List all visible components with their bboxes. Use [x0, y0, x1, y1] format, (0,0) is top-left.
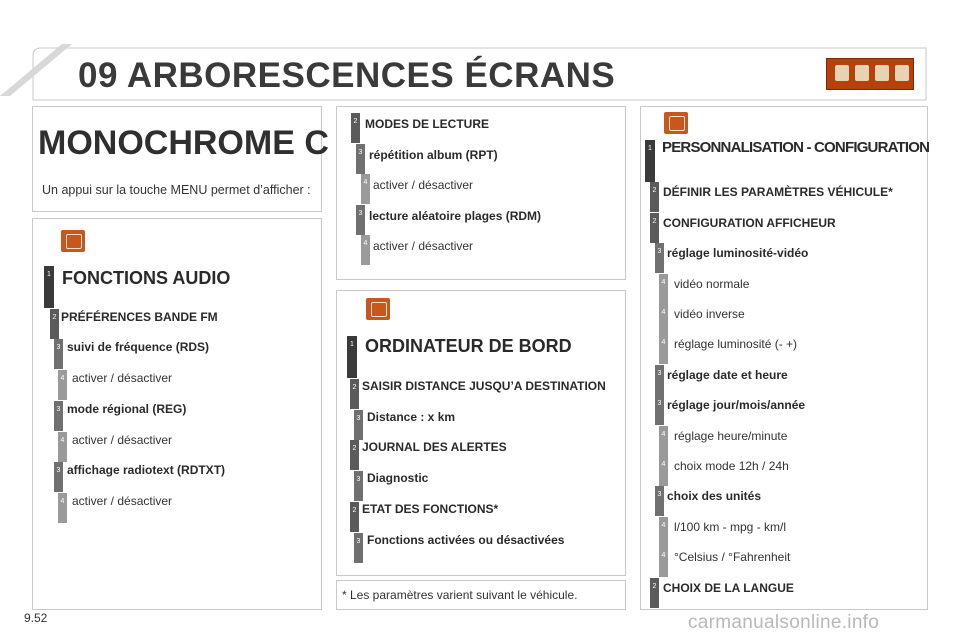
- menu-entry: activer / désactiver: [72, 432, 173, 447]
- lecture-box: [336, 106, 626, 280]
- level-marker: 1: [347, 336, 357, 378]
- level-marker: 2: [350, 440, 359, 471]
- ordinateur-heading: ORDINATEUR DE BORD: [365, 336, 572, 356]
- level-marker: 2: [650, 182, 659, 213]
- menu-entry: l/100 km - mpg - km/l: [674, 519, 787, 534]
- menu-entry: CHOIX DE LA LANGUE: [663, 580, 794, 595]
- computer-icon: [855, 65, 869, 81]
- level-marker: 4: [58, 431, 67, 462]
- menu-entry: °Celsius / °Fahrenheit: [674, 550, 791, 565]
- monochrome-title: MONOCHROME C: [38, 124, 329, 162]
- level-marker: 1: [645, 140, 655, 182]
- menu-entry: réglage jour/mois/année: [667, 398, 806, 413]
- menu-entry: réglage date et heure: [667, 367, 788, 382]
- audio-box: [32, 218, 322, 610]
- menu-entry: activer / désactiver: [72, 371, 173, 386]
- level-marker: 4: [659, 273, 668, 304]
- audio-icon: [835, 65, 849, 81]
- intro-text: Un appui sur la touche MENU permet d’aff…: [42, 183, 311, 197]
- menu-entry: vidéo inverse: [674, 307, 745, 321]
- level-marker: 3: [54, 462, 63, 493]
- perso-heading: PERSONNALISATION - CONFIGURATION: [662, 139, 930, 156]
- menu-entry: lecture aléatoire plages (RDM): [369, 208, 542, 223]
- menu-entry: choix des unités: [667, 489, 762, 504]
- perso-box: [640, 106, 928, 610]
- level-marker: 4: [659, 334, 668, 365]
- menu-entry: Fonctions activées ou désactivées: [367, 532, 565, 547]
- level-marker: 2: [650, 577, 659, 608]
- menu-entry: suivi de fréquence (RDS): [67, 340, 210, 355]
- menu-entry: réglage luminosité (- +): [674, 337, 798, 352]
- menu-entry: activer / désactiver: [72, 493, 173, 508]
- menu-entry: choix mode 12h / 24h: [674, 459, 789, 473]
- menu-entry: réglage heure/minute: [674, 428, 788, 443]
- menu-entry: réglage luminosité-vidéo: [667, 246, 809, 261]
- audio-icon: [61, 230, 85, 252]
- level-marker: 3: [655, 243, 664, 274]
- level-marker: 3: [354, 471, 363, 502]
- level-marker: 3: [655, 364, 664, 395]
- menu-entry: répétition album (RPT): [369, 147, 498, 162]
- footnote: * Les paramètres varient suivant le véhi…: [342, 588, 578, 602]
- level-marker: 2: [350, 378, 359, 409]
- level-marker: 4: [361, 174, 370, 205]
- level-marker: 4: [659, 547, 668, 578]
- page-number: 9.52: [24, 611, 48, 625]
- level-marker: 4: [58, 492, 67, 523]
- menu-entry: vidéo normale: [674, 276, 750, 291]
- level-marker: 3: [54, 400, 63, 431]
- level-marker: 4: [659, 425, 668, 456]
- level-marker: 3: [356, 204, 365, 235]
- menu-entry: affichage radiotext (RDTXT): [67, 463, 226, 478]
- phone-icon: [895, 65, 909, 81]
- menu-entry: SAISIR DISTANCE JUSQU’A DESTINATION: [362, 378, 606, 393]
- level-marker: 3: [655, 395, 664, 426]
- menu-entry: activer / désactiver: [373, 239, 474, 254]
- ordinateur-box: [336, 290, 626, 576]
- settings-icon: [875, 65, 889, 81]
- level-marker: 1: [44, 266, 54, 308]
- level-marker: 2: [351, 113, 360, 143]
- header-frame: [0, 44, 927, 101]
- monochrome-box: [32, 106, 322, 212]
- level-marker: 4: [361, 235, 370, 266]
- menu-entry: DÉFINIR LES PARAMÈTRES VÉHICULE*: [663, 185, 893, 200]
- menu-entry: mode régional (REG): [67, 401, 187, 416]
- level-marker: 3: [655, 486, 664, 517]
- footnote-box: [336, 580, 626, 610]
- level-marker: 3: [354, 409, 363, 440]
- level-marker: 4: [659, 516, 668, 547]
- level-marker: 2: [650, 212, 659, 243]
- watermark: carmanualsonline.info: [688, 612, 880, 633]
- menu-entry: MODES DE LECTURE: [365, 117, 490, 131]
- settings-icon: [664, 112, 688, 134]
- menu-entry: Diagnostic: [367, 471, 429, 486]
- level-marker: 2: [350, 502, 359, 532]
- level-marker: 2: [50, 308, 59, 339]
- level-marker: 3: [354, 532, 363, 563]
- menu-entry: activer / désactiver: [373, 178, 474, 193]
- menu-entry: PRÉFÉRENCES BANDE FM: [61, 309, 218, 324]
- level-marker: 3: [54, 339, 63, 370]
- level-marker: 3: [356, 143, 365, 174]
- menu-entry: Distance : x km: [367, 409, 456, 424]
- menu-entry: ETAT DES FONCTIONS*: [362, 502, 499, 516]
- page-title: 09 ARBORESCENCES ÉCRANS: [78, 56, 616, 95]
- menu-entry: JOURNAL DES ALERTES: [362, 440, 507, 455]
- computer-icon: [366, 298, 390, 320]
- level-marker: 4: [58, 370, 67, 401]
- menu-entry: CONFIGURATION AFFICHEUR: [663, 215, 836, 230]
- menu-icons-strip: [826, 58, 914, 90]
- level-marker: 4: [659, 304, 668, 334]
- level-marker: 4: [659, 456, 668, 486]
- audio-heading: FONCTIONS AUDIO: [62, 268, 231, 288]
